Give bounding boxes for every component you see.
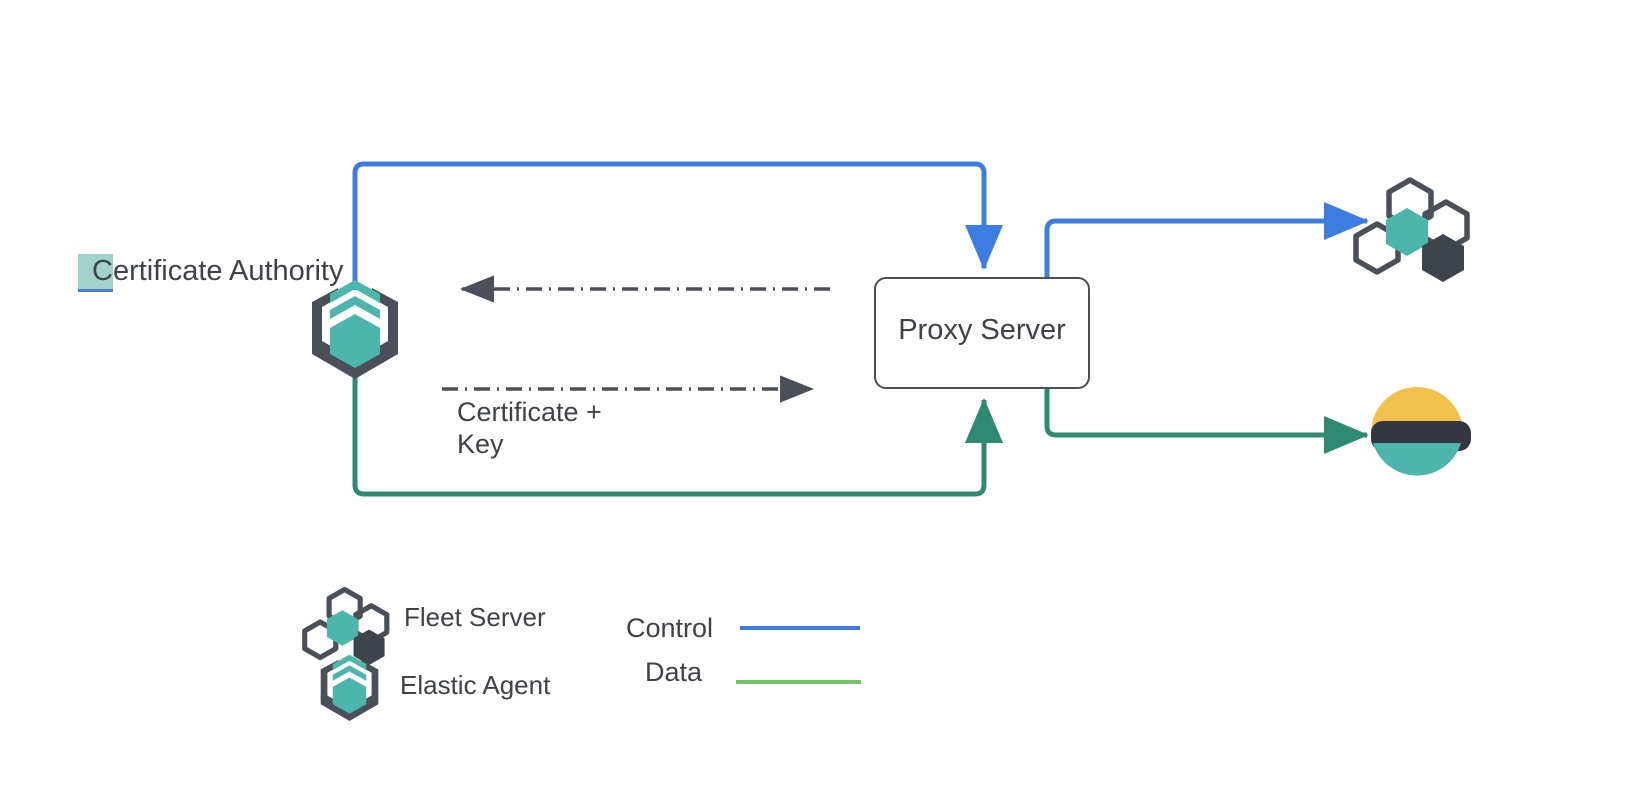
text-selection-highlight: C xyxy=(78,254,113,292)
certificate-key-line1: Certificate + xyxy=(457,397,602,427)
edge-ca-to-proxy-control xyxy=(352,161,1003,290)
proxy-server-box[interactable] xyxy=(874,277,1090,389)
legend-line-label-control: Control xyxy=(626,613,714,643)
certificate-key-edge-label: Certificate +Key xyxy=(457,397,602,461)
certificate-authority-label: Certificate Authority xyxy=(78,254,344,292)
certificate-key-line2: Key xyxy=(457,428,504,459)
legend-fleet-server-icon-group xyxy=(302,586,390,665)
legend-item-label-elastic-agent: Elastic Agent xyxy=(400,670,551,700)
fleet-server-icon xyxy=(1353,177,1470,282)
elasticsearch-node[interactable] xyxy=(1371,387,1471,476)
elastic-agent-icon xyxy=(320,654,379,722)
legend-item-label-fleet-server: Fleet Server xyxy=(404,602,546,632)
fleet-server-icon xyxy=(302,586,390,665)
edge-ca-to-proxy-data xyxy=(352,372,1003,497)
elasticsearch-icon xyxy=(1371,387,1471,476)
fleet-server-node[interactable] xyxy=(1353,177,1470,282)
edge-proxy-to-fleet-control xyxy=(1044,202,1369,278)
elastic-agent-icon xyxy=(312,280,398,379)
legend-elastic-agent-icon-group xyxy=(320,654,379,722)
certificate-authority-label-rest: ertificate Authority xyxy=(112,255,344,287)
edge-proxy-to-elasticsearch-data xyxy=(1044,388,1369,454)
proxy-server-label: Proxy Server xyxy=(898,314,1066,346)
legend-line-label-data: Data xyxy=(645,657,703,687)
certificate-authority-node[interactable] xyxy=(312,280,398,379)
